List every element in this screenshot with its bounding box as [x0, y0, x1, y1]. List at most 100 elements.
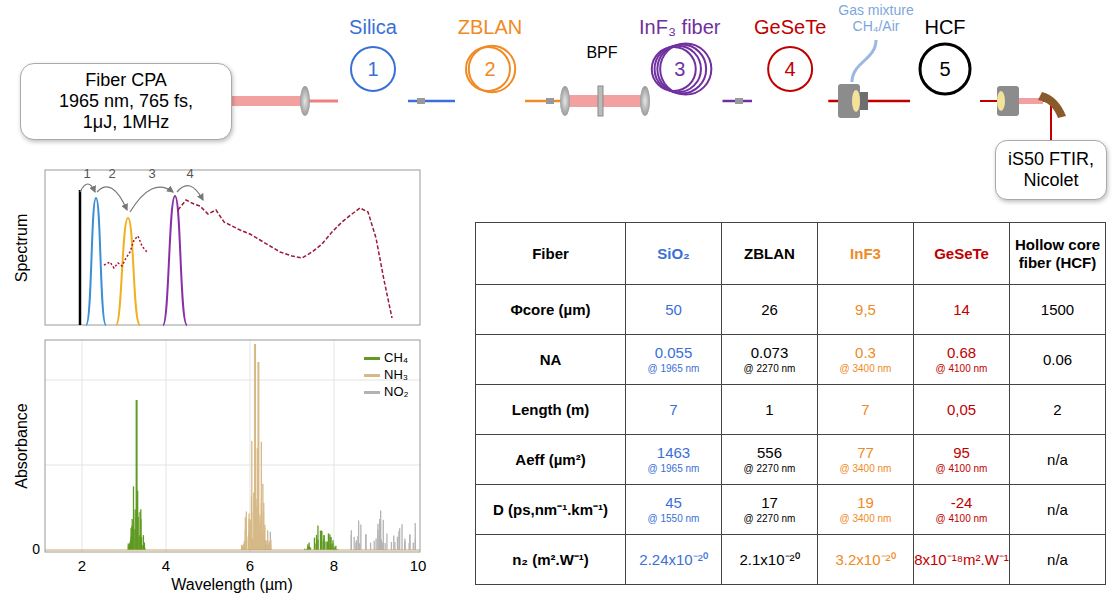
splice: [417, 98, 425, 104]
silica-spectrum: [86, 198, 106, 325]
table-note: @ 3400 nm: [837, 512, 895, 525]
table-value: 0.055: [652, 344, 696, 362]
absorption-line: [415, 539, 416, 550]
coil-area: 4: [752, 39, 828, 99]
grid: [45, 340, 420, 552]
table-cell: 1: [721, 384, 818, 435]
table-value: 19: [854, 494, 877, 512]
table-cell: n/a: [1009, 434, 1106, 485]
table-note: @ 3400 nm: [837, 362, 895, 375]
absorption-line: [245, 540, 246, 550]
parabolic-mirror: [1038, 92, 1066, 118]
splice: [546, 98, 554, 104]
absorption-line: [308, 543, 309, 550]
absorption-line: [391, 542, 392, 550]
tick-label: 0: [32, 541, 40, 557]
table-cell: 50: [625, 284, 722, 335]
table-cell: 19@ 3400 nm: [817, 484, 914, 535]
absorption-line: [132, 519, 133, 550]
tick-label: 8: [330, 557, 338, 574]
supercontinuum-spectrum: [178, 200, 392, 318]
table-cell: 8x10⁻¹⁸m².W⁻¹: [913, 534, 1010, 585]
absorption-line: [250, 520, 251, 550]
axis-title: Wavelength (µm): [171, 576, 293, 594]
callout-number: 1: [338, 58, 408, 80]
source-specs: 1965 nm, 765 fs, 1μJ, 1MHz: [51, 91, 201, 133]
absorption-line: [316, 535, 317, 550]
table-cell: InF3: [817, 222, 914, 285]
table-value: 26: [758, 301, 781, 319]
absorption-line: [323, 539, 324, 550]
gas-label: Gas mixture CH₄/Air: [830, 2, 922, 34]
table-cell: 3.2x10⁻²⁰: [817, 534, 914, 585]
output-cell: [997, 86, 1019, 116]
table-cell: 2: [1009, 384, 1106, 435]
absorption-line: [317, 525, 318, 550]
zblan-spectrum: [116, 218, 140, 325]
table-cell: 2.24x10⁻²⁰: [625, 534, 722, 585]
band-pass-filter: [598, 86, 603, 116]
table-cell: 14: [913, 284, 1010, 335]
absorption-line: [409, 535, 410, 550]
absorption-line: [307, 544, 308, 550]
table-cell: 26: [721, 284, 818, 335]
absorption-line: [264, 528, 265, 550]
table-cell: Length (m): [475, 384, 626, 435]
table-cell: n/a: [1009, 534, 1106, 585]
table-value: 1463: [654, 444, 693, 462]
absorption-line: [269, 541, 270, 550]
table-value: 9,5: [852, 301, 879, 319]
cell-window: [997, 91, 1005, 111]
column-header: ZBLAN: [741, 245, 798, 263]
tick-label: 2: [78, 557, 86, 574]
absorption-line: [261, 442, 262, 550]
absorption-line: [248, 514, 249, 550]
coil-area: 5: [910, 39, 980, 99]
table-cell: n/a: [1009, 484, 1106, 535]
table-note: @ 1965 nm: [645, 462, 703, 475]
table-cell: 17@ 2270 nm: [721, 484, 818, 535]
absorption-line: [263, 503, 264, 550]
absorption-line: [386, 533, 387, 550]
table-value: 45: [662, 494, 685, 512]
absorption-line: [250, 528, 251, 550]
table-cell: 7: [817, 384, 914, 435]
table-cell: 2.1x10⁻²⁰: [721, 534, 818, 585]
absorption-line: [246, 540, 247, 550]
absorption-line: [143, 535, 144, 550]
table-cell: ZBLAN: [721, 222, 818, 285]
absorption-line: [415, 523, 416, 550]
absorption-line: [316, 538, 317, 550]
absorption-line: [251, 441, 252, 550]
absorption-line: [245, 526, 246, 550]
absorption-line: [246, 512, 247, 550]
column-header: Hollow core fiber (HCF): [1010, 236, 1105, 272]
fiber-name: Silica: [338, 15, 408, 39]
absorption-line: [141, 537, 142, 550]
table-cell: GeSeTe: [913, 222, 1010, 285]
absorption-line: [128, 544, 129, 550]
column-header: SiO₂: [654, 245, 693, 263]
lens: [640, 86, 650, 116]
step-number: 2: [108, 166, 115, 181]
table-note: @ 4100 nm: [933, 362, 991, 375]
absorption-line: [380, 510, 381, 550]
absorption-line: [262, 484, 263, 550]
absorption-line: [379, 519, 380, 550]
table-cell: Fiber: [475, 222, 626, 285]
absorption-line: [259, 516, 260, 550]
absorption-line: [323, 535, 324, 550]
absorption-line: [356, 540, 357, 550]
table-value: 50: [662, 301, 685, 319]
absorption-line: [139, 537, 140, 550]
fiber-coil: InF₃ fiber3: [637, 15, 723, 99]
absorption-line: [335, 546, 336, 550]
absorption-line: [330, 537, 331, 550]
absorption-line: [142, 545, 143, 550]
table-value: 1: [762, 401, 776, 419]
step-arrow: [130, 187, 173, 212]
absorption-line: [132, 540, 133, 550]
baseline: [45, 550, 420, 551]
coil-area: 3: [637, 39, 723, 99]
